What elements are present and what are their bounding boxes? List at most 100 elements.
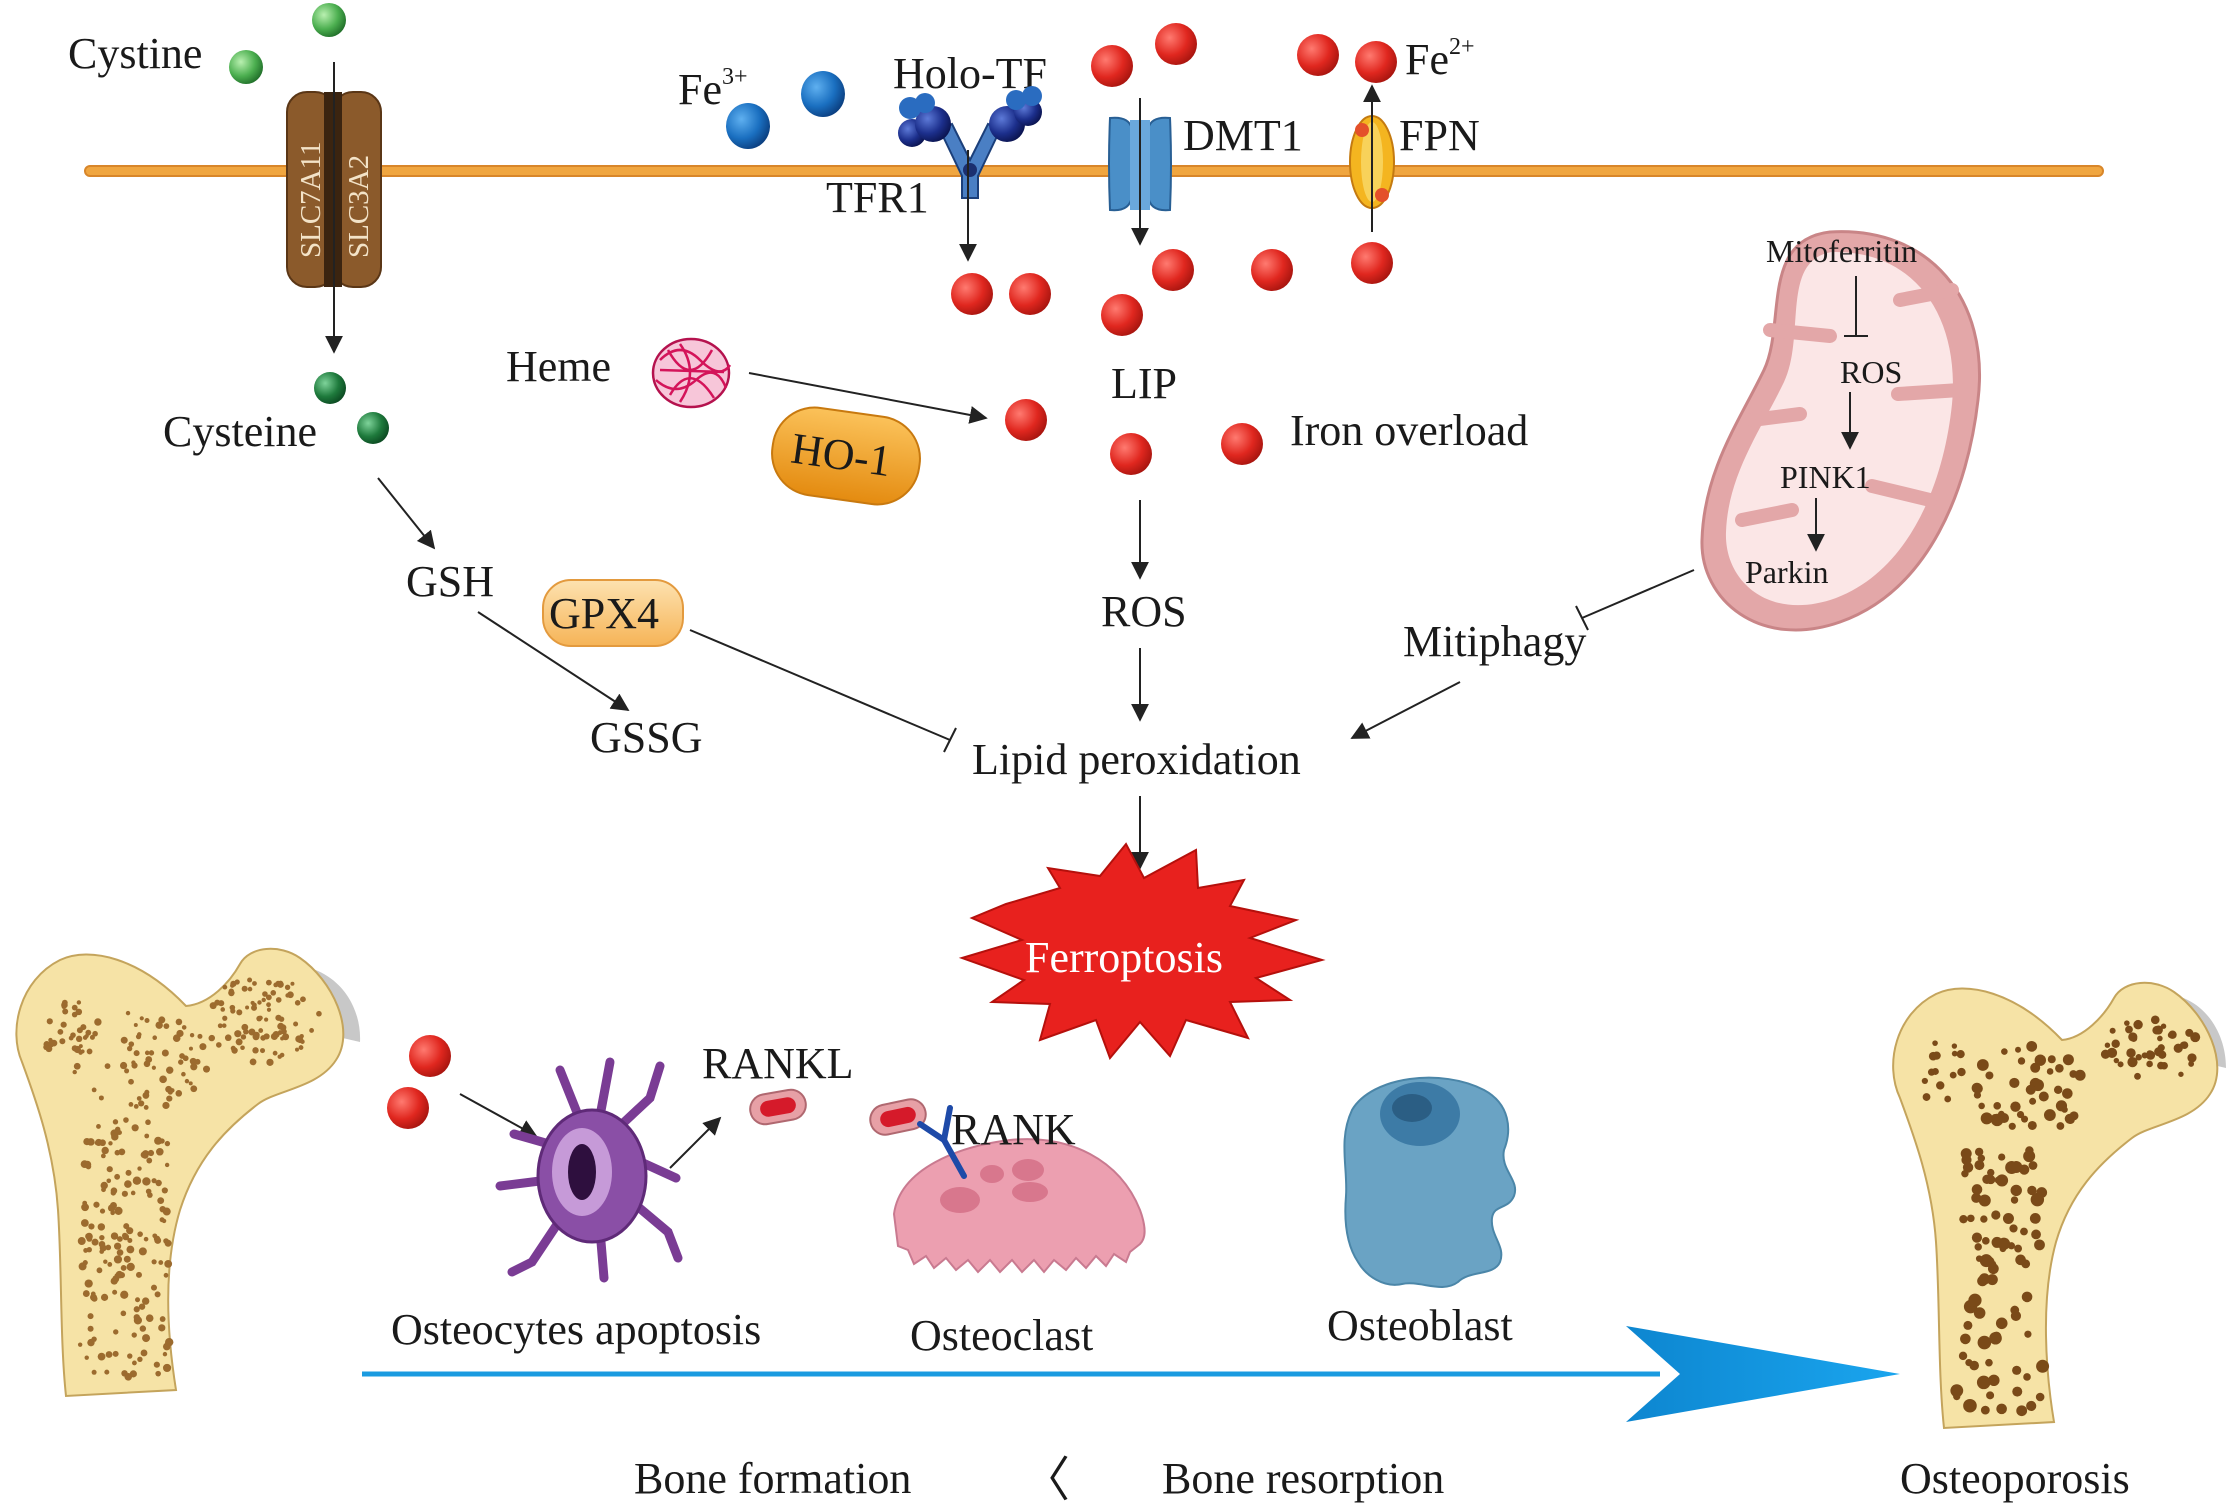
bone-pore	[99, 1139, 106, 1147]
bone-pore	[199, 1043, 207, 1051]
bone-pore	[2135, 1054, 2142, 1061]
bone-pore	[2150, 1015, 2160, 1025]
bone-pore	[152, 1035, 158, 1040]
cystine-bead	[312, 3, 346, 37]
bone-pore	[1957, 1067, 1966, 1077]
osteoclast-cell	[892, 1138, 1146, 1274]
bone-pore	[61, 999, 68, 1006]
fe2-ion	[1297, 34, 1339, 76]
bone-pore	[2038, 1091, 2049, 1102]
bone-pore	[2187, 1053, 2197, 1063]
bone-pore	[144, 1133, 150, 1139]
bone-pore	[2104, 1042, 2111, 1048]
bone-pore	[116, 1249, 124, 1256]
bone-formation-label: Bone formation	[634, 1454, 911, 1503]
fe2-label: Fe2+	[1405, 34, 1475, 84]
bone-pore	[133, 1050, 140, 1057]
bone-pore	[60, 1021, 67, 1028]
bone-pore	[114, 1206, 123, 1215]
bone-pore	[125, 1169, 132, 1176]
bone-pore	[2185, 1028, 2194, 1037]
bone-pore	[181, 1025, 187, 1030]
fe2-ion	[951, 273, 993, 315]
bone-pore	[256, 1015, 262, 1022]
fe2-ion	[1221, 423, 1263, 465]
bone-pore	[252, 1047, 259, 1054]
mitochondrion-inhibition-line	[1575, 569, 1695, 631]
bone-pore	[143, 1236, 149, 1242]
bone-pore	[216, 1042, 222, 1048]
bone-pore	[112, 1119, 119, 1125]
bone-pore	[2029, 1212, 2041, 1224]
bone-pore	[100, 1153, 106, 1159]
bone-pore	[151, 1178, 157, 1184]
bone-pore	[247, 977, 253, 983]
bone-pore	[188, 1081, 193, 1086]
bone-pore	[106, 1166, 113, 1173]
bone-pore	[265, 994, 272, 1001]
bone-pore	[190, 1085, 198, 1093]
bone-pore	[87, 1313, 94, 1320]
rank-receptor	[917, 1105, 967, 1179]
bone-pore	[2010, 1184, 2022, 1197]
bone-pore	[230, 983, 235, 988]
bone-pore	[162, 1363, 172, 1373]
bone-pore	[203, 1065, 211, 1073]
mitophagy-to-lipid-arrow	[1350, 681, 1461, 739]
bone-pore	[98, 1095, 104, 1101]
bone-pore	[1944, 1095, 1952, 1103]
bone-pore	[2021, 1291, 2033, 1303]
bone-pore	[2125, 1025, 2133, 1034]
bone-pore	[2111, 1039, 2120, 1048]
bone-pore	[110, 1129, 119, 1138]
bone-pore	[300, 996, 306, 1003]
bone-pore	[272, 1050, 278, 1056]
mitochondrion	[1700, 230, 1981, 632]
bone-pore	[116, 1236, 123, 1242]
bone-pore	[120, 1265, 127, 1271]
bone-pore	[114, 1242, 122, 1250]
fe2-ion	[1091, 45, 1133, 87]
less-than-symbol: 〈	[1022, 1454, 1070, 1507]
bone-pore	[261, 997, 266, 1003]
bone-pore	[1986, 1174, 1996, 1185]
bone-pore	[105, 1244, 112, 1251]
lipid-peroxidation-label: Lipid peroxidation	[972, 735, 1301, 784]
bone-pore	[120, 1290, 129, 1299]
bone-pore	[108, 1141, 113, 1146]
bone-pore	[62, 1008, 69, 1015]
bone-pore	[97, 1352, 106, 1361]
parkin-label: Parkin	[1745, 554, 1829, 590]
progression-arrow	[362, 1326, 1900, 1422]
bone-pore	[161, 1187, 168, 1194]
bone-pore	[145, 1188, 152, 1195]
bone-pore	[172, 1034, 181, 1042]
gsh-label: GSH	[406, 557, 494, 606]
bone-pore	[252, 981, 257, 986]
bone-pore	[2133, 1019, 2143, 1030]
bone-pore	[110, 1232, 119, 1240]
bone-pore	[2009, 1077, 2020, 1089]
ferroptosis-burst: Ferroptosis	[958, 842, 1326, 1060]
bone-pore	[155, 1370, 161, 1377]
bone-pore	[1960, 1148, 1972, 1160]
bone-pore	[1991, 1210, 2001, 1220]
bone-pore	[235, 1038, 243, 1046]
bone-pore	[2026, 1400, 2037, 1412]
bone-pore	[228, 988, 235, 994]
bone-pore	[2109, 1027, 2116, 1034]
bone-pore	[224, 1034, 232, 1042]
bone-pore	[135, 1034, 142, 1040]
bone-pore	[2062, 1088, 2073, 1099]
bone-pore	[104, 1063, 111, 1070]
bone-pore	[163, 1023, 170, 1030]
bone-pore	[135, 1271, 142, 1278]
bone-pore	[131, 1060, 136, 1065]
bone-pore	[156, 1138, 161, 1143]
bone-pore	[2056, 1122, 2065, 1130]
fe2-ion	[1355, 41, 1397, 83]
ho1-enzyme: HO-1	[771, 406, 921, 506]
bone-pore	[80, 1024, 87, 1031]
bone-pore	[236, 1009, 243, 1016]
mitophagy-label: Mitiphagy	[1403, 617, 1586, 666]
